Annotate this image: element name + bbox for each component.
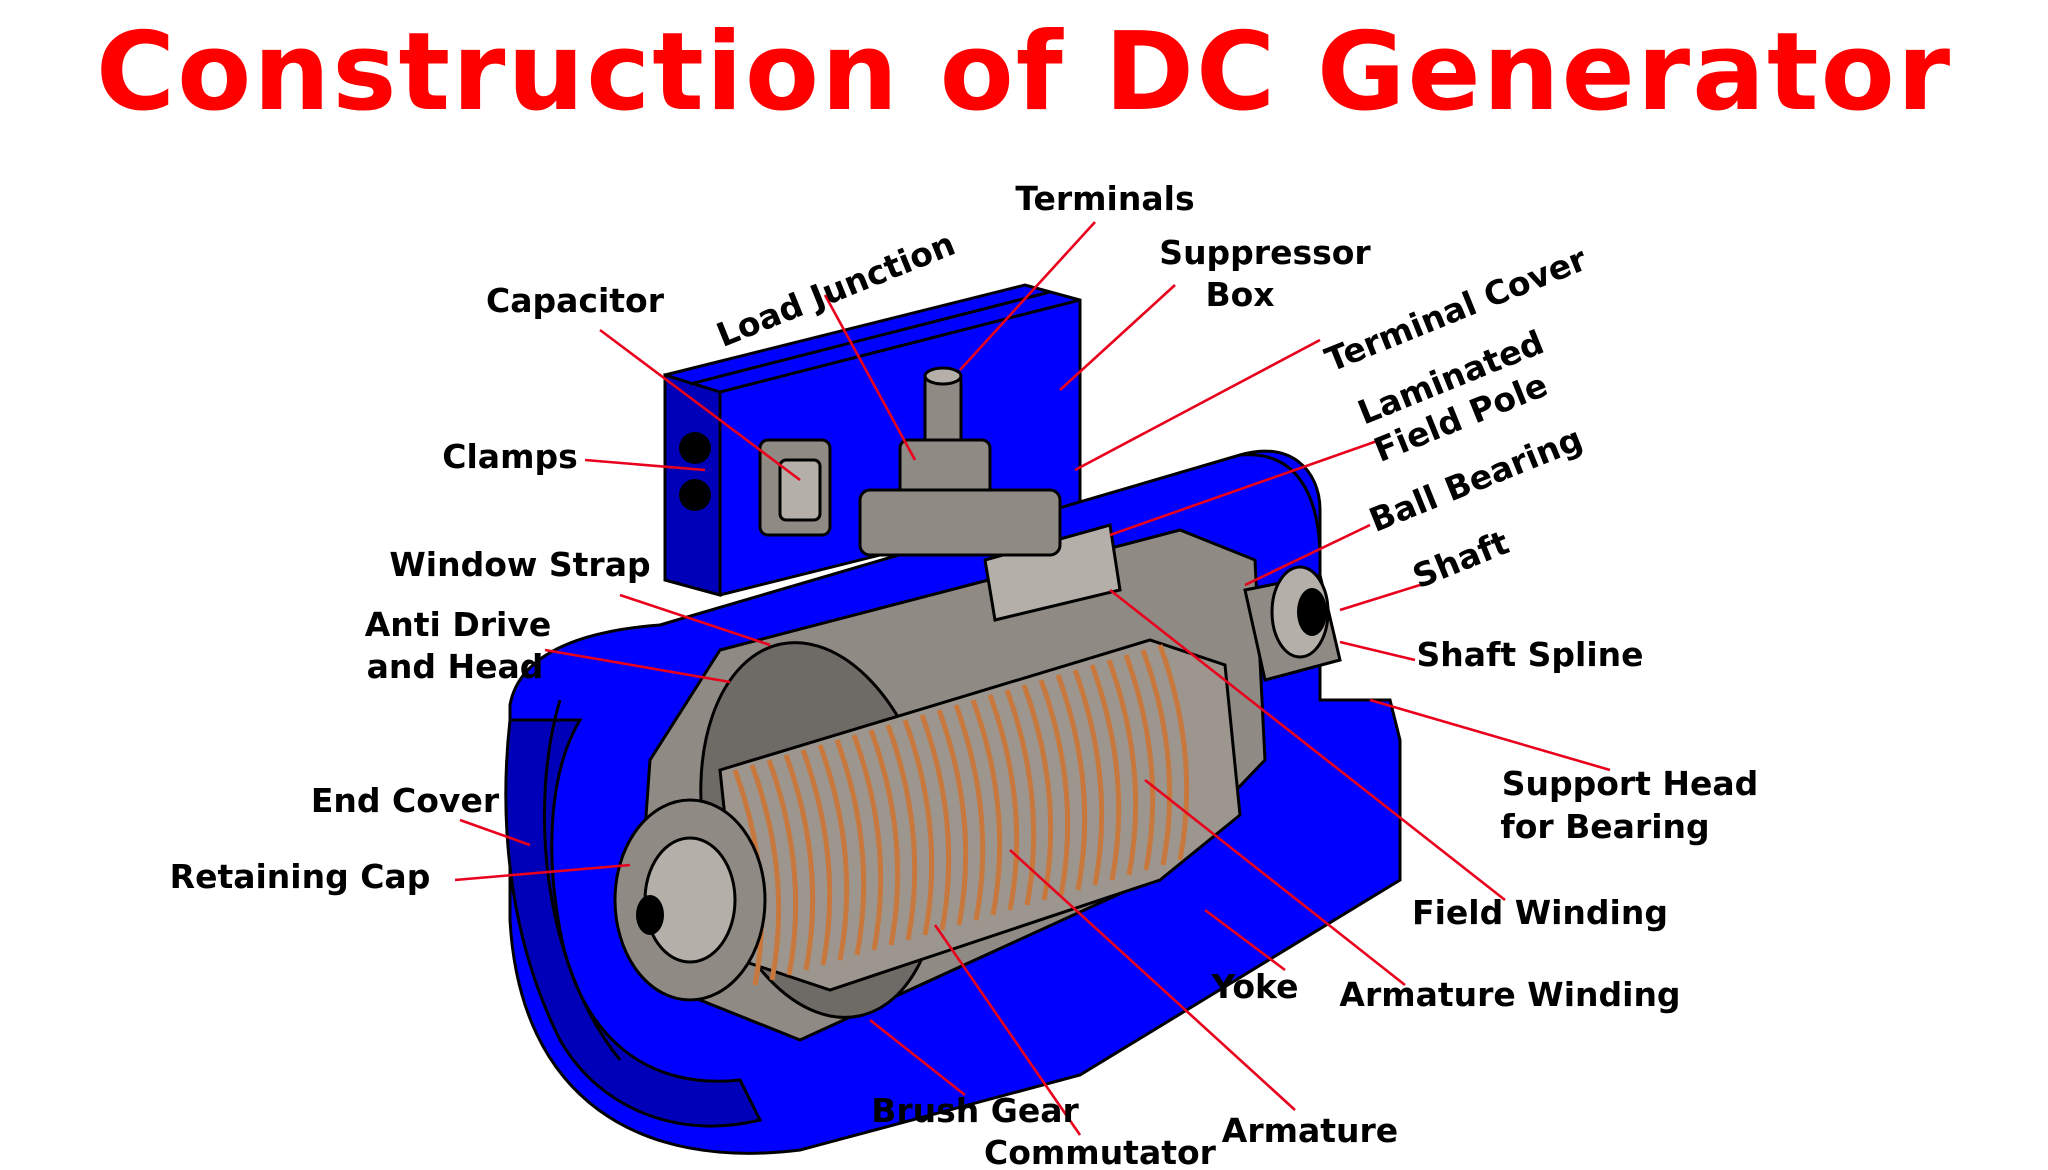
label-suppressor-box-1: Suppressor	[1159, 233, 1371, 272]
winding-stripe	[885, 724, 918, 941]
leader-window-strap	[619, 593, 771, 647]
leader-ball-bearing	[1244, 523, 1371, 587]
label-suppressor-box-2: Box	[1205, 275, 1274, 314]
label-shaft-spline: Shaft Spline	[1416, 635, 1643, 674]
leader-laminated-field-pole-1	[1109, 438, 1381, 537]
label-anti-drive-head-1: Anti Drive	[365, 605, 551, 644]
leader-retaining-cap	[454, 863, 631, 882]
winding-stripe	[817, 744, 850, 961]
label-armature-winding: Armature Winding	[1339, 975, 1680, 1014]
winding-stripe	[766, 759, 799, 976]
winding-stripe	[1123, 654, 1156, 871]
winding-stripe	[1021, 684, 1054, 901]
winding-stripe	[919, 714, 952, 931]
winding-stripe	[936, 709, 969, 926]
leader-field-winding	[1109, 588, 1506, 902]
leader-shaft-spline	[1339, 640, 1416, 662]
leader-shaft	[1339, 583, 1421, 612]
armature-winding-coils	[732, 644, 1190, 986]
leader-armature	[1009, 849, 1296, 1111]
shaft-assembly	[1243, 565, 1342, 682]
winding-stripe	[970, 699, 1003, 916]
label-commutator: Commutator	[984, 1133, 1217, 1170]
retaining-cap-assembly	[613, 798, 767, 1002]
label-terminals: Terminals	[1015, 179, 1194, 218]
winding-stripe	[1055, 674, 1088, 891]
label-window-strap: Window Strap	[389, 545, 650, 584]
label-clamps: Clamps	[442, 437, 577, 476]
label-end-cover: End Cover	[311, 781, 500, 820]
leader-yoke	[1204, 908, 1286, 972]
label-support-head-2: for Bearing	[1500, 807, 1709, 846]
leader-suppressor-box-1	[1059, 284, 1176, 391]
winding-stripe	[1157, 644, 1190, 861]
winding-stripe	[1072, 669, 1105, 886]
winding-stripe	[783, 754, 816, 971]
label-field-winding: Field Winding	[1412, 893, 1668, 932]
label-anti-drive-head-2: and Head	[367, 647, 544, 686]
leader-clamps	[584, 458, 706, 472]
label-yoke: Yoke	[1211, 967, 1299, 1006]
label-support-head-1: Support Head	[1502, 764, 1759, 803]
winding-stripe	[1038, 679, 1071, 896]
winding-stripe	[834, 739, 867, 956]
label-shaft: Shaft	[1407, 523, 1514, 597]
label-brush-gear: Brush Gear	[871, 1091, 1079, 1130]
winding-stripe	[868, 729, 901, 946]
winding-stripe	[851, 734, 884, 951]
leader-commutator	[933, 924, 1082, 1136]
label-capacitor: Capacitor	[486, 281, 665, 320]
leader-load-junction	[823, 294, 917, 461]
winding-stripe	[1106, 659, 1139, 876]
leader-terminals	[959, 221, 1096, 371]
leader-terminal-cover	[1074, 338, 1321, 472]
leader-brush-gear	[869, 1018, 966, 1097]
leader-lines	[454, 221, 1611, 1136]
leader-anti-drive-head-1	[544, 648, 731, 684]
winding-stripe	[902, 719, 935, 936]
leader-support-head-1	[1369, 698, 1611, 772]
leader-end-cover	[459, 818, 531, 847]
winding-stripe	[1004, 689, 1037, 906]
winding-stripe	[1089, 664, 1122, 881]
leader-armature-winding	[1144, 778, 1406, 987]
label-retaining-cap: Retaining Cap	[170, 857, 431, 896]
label-armature: Armature	[1222, 1111, 1398, 1150]
winding-stripe	[953, 704, 986, 921]
winding-stripe	[987, 694, 1020, 911]
winding-stripe	[749, 764, 782, 981]
winding-stripe	[800, 749, 833, 966]
terminal-post	[858, 366, 1062, 557]
winding-stripe	[1140, 649, 1173, 866]
page-title: Construction of DC Generator	[95, 10, 1953, 135]
leader-capacitor	[599, 328, 801, 482]
